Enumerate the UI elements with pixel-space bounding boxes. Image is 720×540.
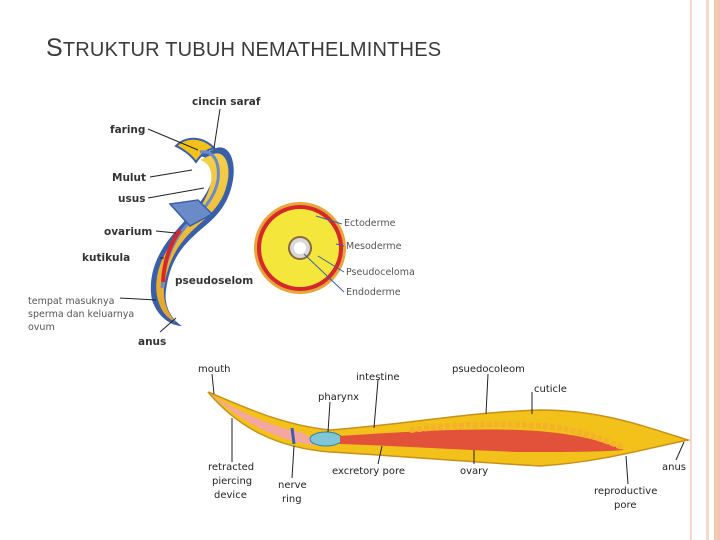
label-nerve-2: ring xyxy=(282,494,302,505)
worm-body xyxy=(156,153,229,322)
label-reproductive-2: pore xyxy=(614,500,637,511)
long-worm-diagram: mouth intestine psuedocoleom cuticle pha… xyxy=(198,364,691,511)
long-worm-ovary xyxy=(409,421,626,451)
worm-band xyxy=(168,199,214,227)
label-retracted-3: device xyxy=(214,490,247,501)
label-pharynx: pharynx xyxy=(318,392,359,403)
cross-section-diagram: Ectoderme Mesoderme Pseudoceloma Endoder… xyxy=(254,202,415,298)
label-usus: usus xyxy=(118,193,145,205)
label-ovarium: ovarium xyxy=(104,226,152,238)
label-ovary: ovary xyxy=(460,466,488,477)
label-retracted-2: piercing xyxy=(212,476,252,487)
label-cincin-saraf: cincin saraf xyxy=(192,96,261,108)
label-ectoderme: Ectoderme xyxy=(344,218,396,229)
label-intestine: intestine xyxy=(356,372,400,383)
long-worm-anterior xyxy=(212,396,330,446)
label-mulut: Mulut xyxy=(112,172,146,184)
label-pseudoceloma: Pseudoceloma xyxy=(346,267,415,278)
border-strip-outer xyxy=(714,0,720,540)
label-tempat-3: ovum xyxy=(28,322,55,333)
worm-body-diagram: cincin saraf faring Mulut usus ovarium k… xyxy=(28,96,261,348)
gut-lumen xyxy=(294,242,306,254)
label-psuedocoleom: psuedocoleom xyxy=(452,364,525,375)
label-faring: faring xyxy=(110,124,145,136)
label-excretory-pore: excretory pore xyxy=(332,466,405,477)
long-worm-intestine xyxy=(340,429,624,452)
page-title: STRUKTUR TUBUH NEMATHELMINTHES xyxy=(46,34,442,62)
label-anus-1: anus xyxy=(138,336,166,348)
worm-ovarium xyxy=(161,228,182,283)
long-worm-pharynx xyxy=(309,431,343,447)
label-kutikula: kutikula xyxy=(82,252,130,264)
border-strip-thin xyxy=(690,0,692,540)
label-retracted-1: retracted xyxy=(208,462,254,473)
label-tempat-2: sperma dan keluarnya xyxy=(28,309,134,320)
label-cuticle: cuticle xyxy=(534,384,567,395)
label-anus-2: anus xyxy=(662,462,686,473)
border-strip-inner xyxy=(706,0,709,540)
label-mouth: mouth xyxy=(198,364,230,375)
label-reproductive-1: reproductive xyxy=(594,486,657,497)
label-nerve-1: nerve xyxy=(278,480,307,491)
label-pseudoselom: pseudoselom xyxy=(175,275,253,287)
long-worm-nerve-ring xyxy=(290,427,296,445)
label-mesoderme: Mesoderme xyxy=(346,241,402,252)
label-endoderme: Endoderme xyxy=(346,287,401,298)
label-tempat-1: tempat masuknya xyxy=(28,296,114,307)
